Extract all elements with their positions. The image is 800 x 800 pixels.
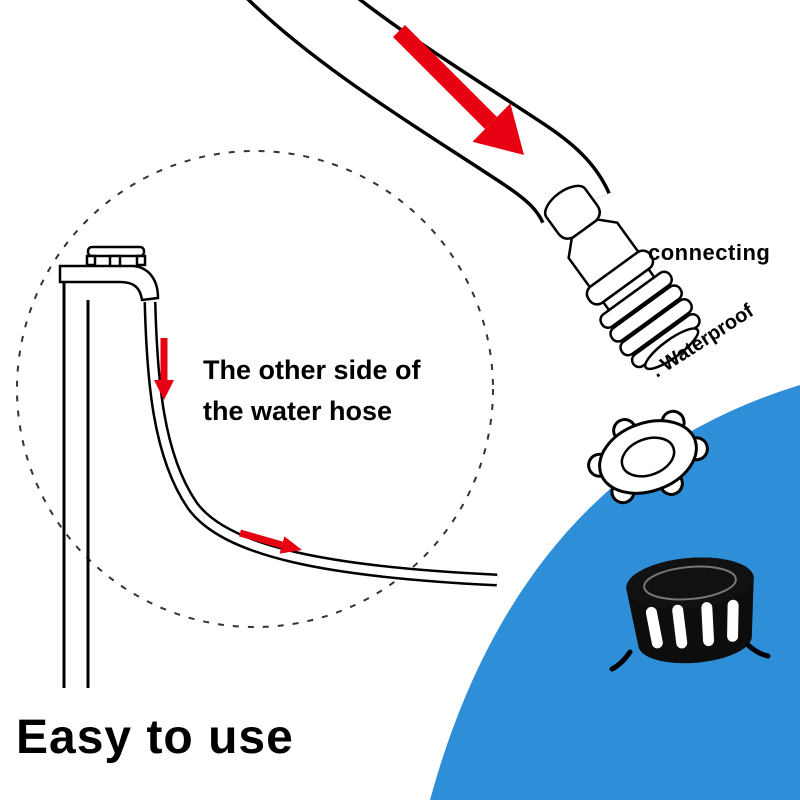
connector-bottom — [644, 327, 700, 371]
connector-thread-1 — [599, 270, 673, 329]
cap-rib — [701, 602, 715, 647]
cap-rib — [672, 604, 688, 649]
hose-note-line2: the water hose — [203, 396, 393, 426]
cap-rib — [645, 606, 663, 649]
water-hose — [246, 0, 611, 225]
faucet-hose-fill — [146, 301, 498, 584]
cap-top-inner — [643, 565, 737, 601]
hose-note: The other side of the water hose — [203, 350, 421, 432]
cap-mark-left — [609, 649, 633, 672]
easy-to-use-title: Easy to use — [16, 711, 294, 764]
connector-thread-3 — [619, 298, 693, 357]
washer-gasket — [587, 409, 709, 505]
faucet-handle-tab-right — [135, 254, 147, 267]
cap-mark-right — [745, 642, 771, 659]
faucet-handle — [86, 245, 146, 258]
connecting-label: connecting — [648, 240, 771, 265]
connector-thread-2 — [609, 284, 683, 343]
hose-note-line1: The other side of — [203, 355, 421, 385]
pool-background — [430, 385, 800, 800]
water-hose-fill — [251, 0, 608, 224]
quick-connector — [543, 184, 701, 371]
faucet-hose — [143, 301, 498, 587]
faucet — [58, 245, 160, 688]
faucet-handle-tab-left — [85, 254, 97, 267]
hose-cap — [626, 557, 754, 664]
faucet-body — [58, 264, 160, 302]
dashed-circle — [16, 150, 494, 628]
right-arrow — [239, 529, 302, 554]
cap-rib — [727, 599, 739, 642]
faucet-hose-outline — [143, 301, 498, 587]
cap-top — [626, 557, 754, 609]
flow-arrow — [392, 24, 524, 155]
gasket-hole — [620, 436, 676, 478]
down-arrow — [154, 338, 174, 400]
